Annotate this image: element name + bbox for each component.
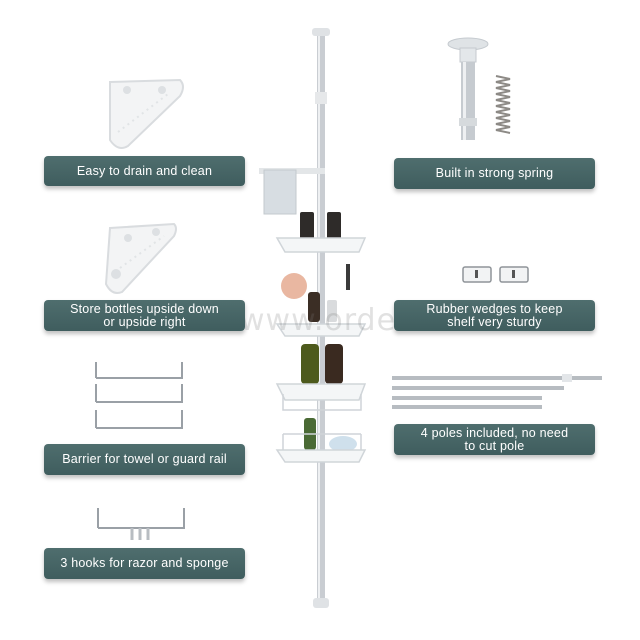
- label-poles: 4 poles included, no need to cut pole: [394, 424, 595, 455]
- corner-tray-back-icon: [104, 222, 177, 294]
- shower-caddy-pole-icon: [259, 28, 367, 608]
- label-barrier: Barrier for towel or guard rail: [44, 444, 245, 475]
- rubber-wedge-icon: [462, 266, 529, 283]
- poles-icon: [392, 374, 602, 409]
- guard-rail-icon: [95, 362, 183, 429]
- label-drain: Easy to drain and clean: [44, 156, 245, 186]
- label-bottles: Store bottles upside down or upside righ…: [44, 300, 245, 331]
- label-spring: Built in strong spring: [394, 158, 595, 189]
- tension-rod-cap-icon: [447, 37, 489, 140]
- coil-spring-icon: [495, 75, 511, 134]
- corner-tray-icon: [109, 78, 184, 149]
- hook-bar-icon: [97, 508, 185, 540]
- label-wedges: Rubber wedges to keep shelf very sturdy: [394, 300, 595, 331]
- label-hooks: 3 hooks for razor and sponge: [44, 548, 245, 579]
